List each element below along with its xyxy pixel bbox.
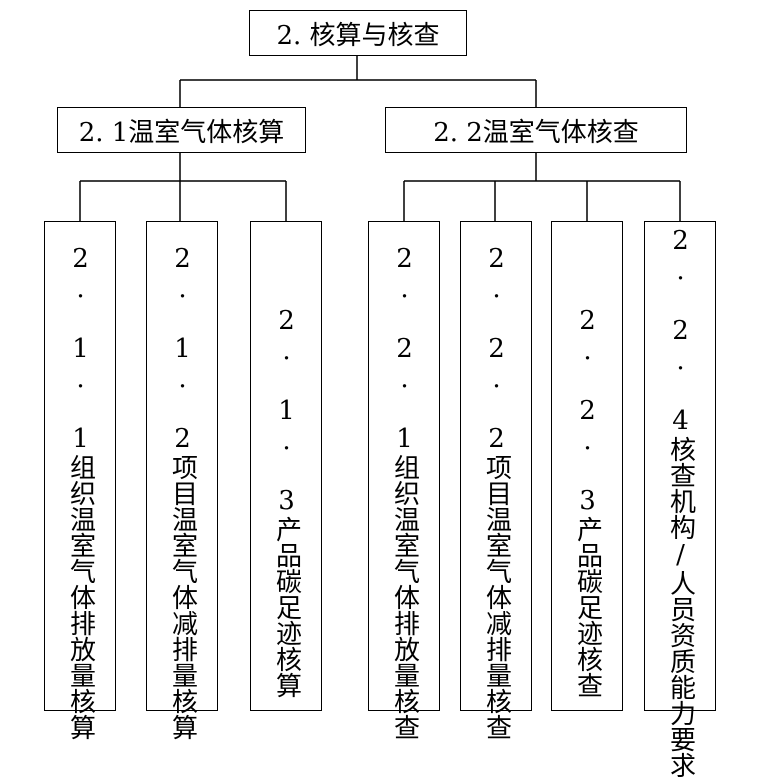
root-node: 2. 核算与核查 [249,10,467,56]
leaf-label: 2. 2. 1组织温室气体排放量核查 [389,244,420,740]
leaf-label: 2. 1. 2项目温室气体减排量核算 [167,244,198,740]
leaf-label: 2. 2. 3产品碳足迹核查 [572,306,603,698]
branch-node-ghg-accounting: 2. 1温室气体核算 [57,107,306,153]
branch-label: 2. 2温室气体核查 [433,117,639,148]
leaf-node-2-1-3: 2. 1. 3产品碳足迹核算 [250,221,322,711]
branch-label: 2. 1温室气体核算 [78,117,285,148]
branch-node-ghg-verification: 2. 2温室气体核查 [385,107,687,153]
leaf-node-2-2-2: 2. 2. 2项目温室气体减排量核查 [460,221,532,740]
root-label: 2. 核算与核查 [276,20,440,51]
org-chart: 2. 核算与核查 2. 1温室气体核算 2. 2温室气体核查 2. 1. 1组织… [44,10,716,778]
leaf-label: 2. 2. 2项目温室气体减排量核查 [481,244,512,740]
leaf-node-2-2-3: 2. 2. 3产品碳足迹核查 [551,221,623,711]
leaf-node-2-1-2: 2. 1. 2项目温室气体减排量核算 [146,221,218,740]
leaf-node-2-2-4: 2. 2. 4核查机构/人员资质能力要求 [644,221,716,778]
leaf-node-2-2-1: 2. 2. 1组织温室气体排放量核查 [368,221,440,740]
leaf-node-2-1-1: 2. 1. 1组织温室气体排放量核算 [44,221,116,740]
leaf-label: 2. 1. 3产品碳足迹核算 [271,306,302,698]
leaf-label: 2. 1. 1组织温室气体排放量核算 [65,244,96,740]
leaf-label: 2. 2. 4核查机构/人员资质能力要求 [665,226,696,778]
connector-lines [79,56,681,221]
